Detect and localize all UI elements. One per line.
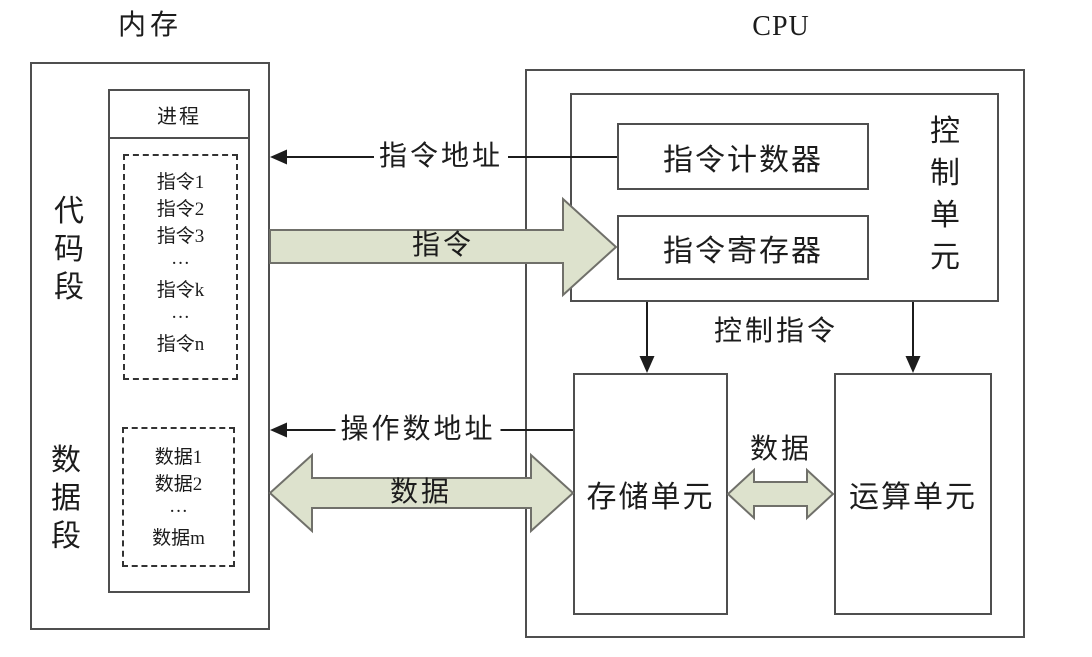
data-item-list: 数据1 数据2 ··· 数据m — [122, 444, 235, 552]
control-unit-label: 控制单元 — [930, 115, 960, 274]
instruction-address-arrowhead-icon — [270, 149, 287, 165]
data-memory-label: 数据 — [389, 477, 453, 508]
list-item: ··· — [171, 253, 190, 274]
list-item: 指令1 — [156, 172, 205, 193]
instruction-counter-box: 指令计数器 — [617, 123, 869, 190]
list-item: 数据m — [152, 528, 205, 549]
operand-address-arrowhead-icon — [270, 422, 287, 438]
operand-address-label: 操作数地址 — [335, 416, 501, 444]
list-item: 指令k — [156, 280, 205, 301]
cpu-box — [525, 69, 1025, 638]
data-units-label: 数据 — [749, 434, 813, 465]
instruction-address-label: 指令地址 — [373, 143, 509, 171]
list-item: 指令2 — [156, 199, 205, 220]
code-segment-label: 代码段 — [54, 195, 84, 304]
list-item: 数据1 — [154, 447, 203, 468]
alu-unit-box: 运算单元 — [834, 373, 992, 615]
process-box: 进程 — [108, 89, 250, 593]
list-item: ··· — [171, 307, 190, 328]
control-instruction-label: 控制指令 — [713, 316, 839, 347]
instruction-register-box: 指令寄存器 — [617, 215, 869, 280]
data-segment-dashed-box — [122, 427, 235, 567]
code-segment-dashed-box — [123, 154, 238, 380]
cpu-title: CPU — [752, 11, 810, 42]
storage-unit-box: 存储单元 — [573, 373, 728, 615]
code-item-list: 指令1 指令2 指令3 ··· 指令k ··· 指令n — [123, 169, 238, 358]
list-item: 数据2 — [154, 474, 203, 495]
list-item: 指令3 — [156, 226, 205, 247]
data-segment-label: 数据段 — [51, 444, 81, 553]
memory-box — [30, 62, 270, 630]
list-item: 指令n — [156, 334, 205, 355]
process-header: 进程 — [110, 91, 248, 139]
memory-title: 内存 — [117, 10, 183, 41]
list-item: ··· — [169, 501, 188, 522]
instruction-label: 指令 — [411, 230, 475, 261]
